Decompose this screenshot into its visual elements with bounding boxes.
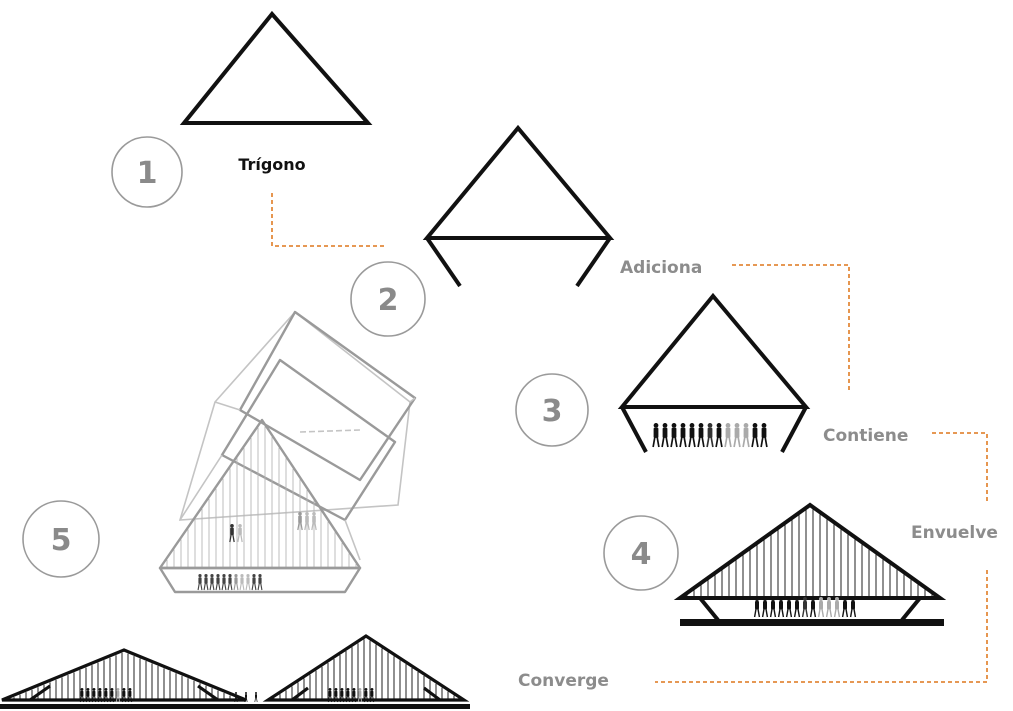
step-2-frame bbox=[422, 124, 615, 288]
step-4-ground-slab bbox=[680, 619, 944, 626]
connector-2-3 bbox=[732, 264, 850, 392]
step-3-badge: 3 bbox=[515, 373, 589, 447]
connector-3-4 bbox=[932, 432, 988, 504]
step-4-people-icon bbox=[753, 597, 857, 618]
step-5-number: 5 bbox=[51, 523, 72, 558]
step-5-badge: 5 bbox=[22, 500, 100, 578]
step-3-number: 3 bbox=[542, 394, 563, 429]
step-2-number: 2 bbox=[378, 283, 399, 318]
step-5-section-right bbox=[262, 634, 470, 702]
step-4-label: Envuelve bbox=[911, 523, 998, 543]
step-5-isometric-model bbox=[158, 310, 417, 594]
step-2-label: Adiciona bbox=[620, 258, 702, 278]
step-4-badge: 4 bbox=[603, 515, 679, 591]
step-3-label: Contiene bbox=[823, 426, 908, 446]
step-1-triangle bbox=[179, 10, 373, 125]
step-5-isometric-people-icon bbox=[197, 512, 317, 591]
step-5-label: Converge bbox=[518, 671, 609, 691]
step-1-number: 1 bbox=[137, 156, 158, 191]
step-1-badge: 1 bbox=[111, 136, 183, 208]
step-3-people-icon bbox=[652, 423, 768, 448]
step-5-ground-line bbox=[0, 704, 470, 709]
step-4-structure bbox=[673, 502, 947, 626]
step-5-section-people-icon bbox=[79, 688, 375, 703]
connector-4-5 bbox=[655, 570, 988, 683]
step-3-frame bbox=[617, 292, 811, 453]
step-4-number: 4 bbox=[631, 537, 652, 572]
step-1-label: Trígono bbox=[238, 155, 305, 174]
step-5-section-left bbox=[1, 648, 247, 702]
step-2-badge: 2 bbox=[350, 261, 426, 337]
step-4-roof-hatch bbox=[686, 509, 940, 600]
connector-1-2 bbox=[271, 193, 385, 247]
